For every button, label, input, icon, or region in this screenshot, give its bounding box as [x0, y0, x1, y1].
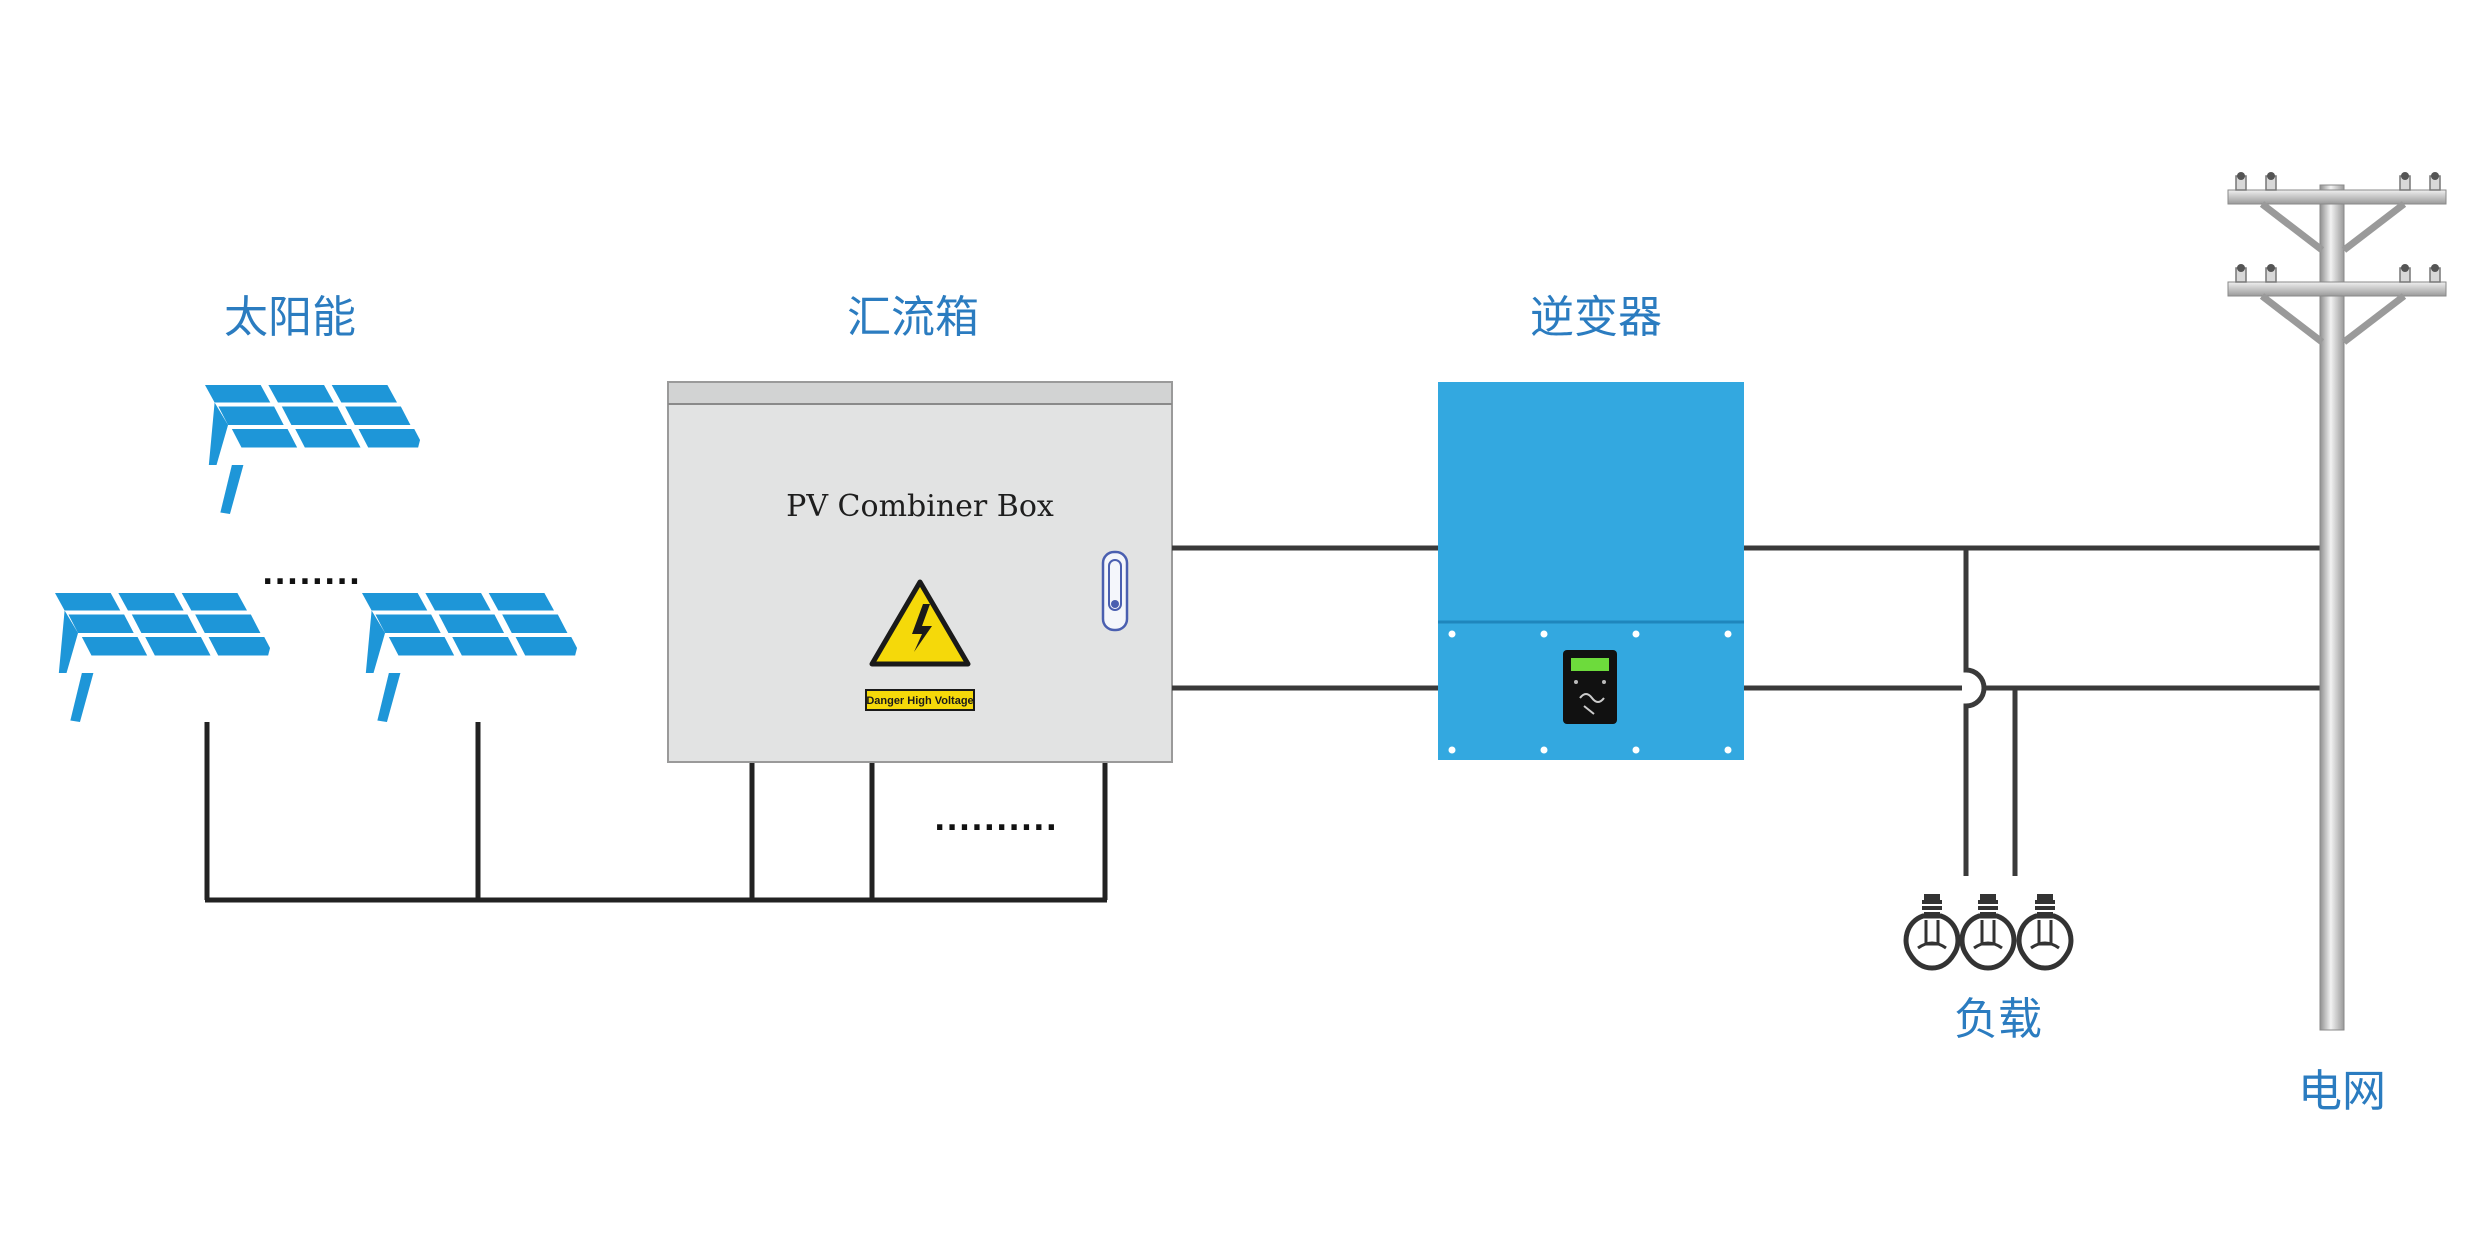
dc-wiring: [204, 722, 1108, 903]
warning-label: Danger High Voltage: [866, 695, 973, 707]
ac-wiring: [1744, 545, 2322, 876]
grid-label: 电网: [2298, 1066, 2386, 1117]
panels-ellipsis: ........: [262, 557, 361, 592]
solar-label: 太阳能: [224, 292, 356, 343]
door-handle: [1101, 550, 1129, 632]
combiner-box-title: PV Combiner Box: [786, 489, 1054, 524]
inverter-screws: [1448, 630, 1732, 754]
load-label: 负载: [1954, 994, 2042, 1045]
combiner-label: 汇流箱: [847, 292, 979, 343]
inverter-label: 逆变器: [1530, 292, 1662, 343]
inputs-ellipsis: ..........: [934, 803, 1058, 838]
light-bulb-icon-3: [2019, 894, 2071, 968]
inverter-display: [1563, 650, 1617, 724]
solar-panel-icon-left: [55, 593, 271, 722]
utility-pole-icon: [2227, 172, 2447, 1031]
inverter: [1438, 382, 1744, 760]
combiner-inverter-wiring: [1172, 545, 1440, 691]
solar-panel-icon-right: [362, 593, 578, 722]
combiner-box: [667, 381, 1173, 763]
light-bulb-icon-1: [1906, 894, 1958, 968]
high-voltage-warning-icon: [869, 579, 971, 667]
solar-panel-icon-top: [205, 385, 421, 514]
light-bulb-icon-2: [1962, 894, 2014, 968]
